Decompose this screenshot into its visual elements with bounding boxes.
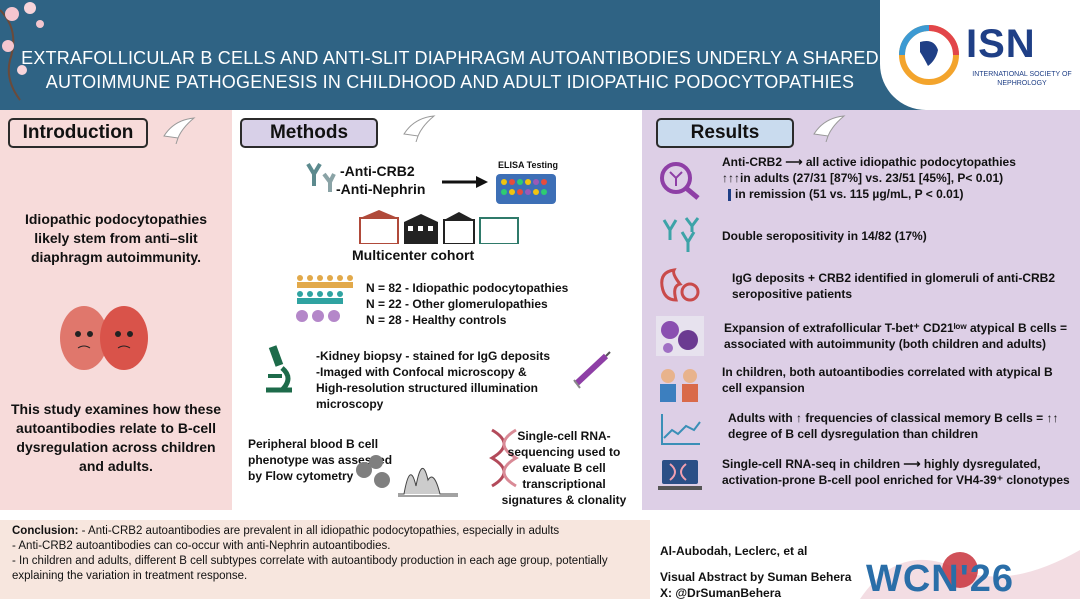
title-line-2: AUTOIMMUNE PATHOGENESIS IN CHILDHOOD AND… — [45, 72, 855, 92]
arrow-right-icon — [442, 176, 488, 188]
biopsy-staining: -Kidney biopsy - stained for IgG deposit… — [316, 349, 551, 363]
header-banner: EXTRAFOLLICULAR B CELLS AND ANTI-SLIT DI… — [0, 0, 1080, 110]
methods-column: Methods -Anti-CRB2 -Anti-Nephrin ELISA T… — [232, 110, 642, 510]
isn-logo-text: ISN — [966, 22, 1036, 66]
visual-abstract-credit: Visual Abstract by Suman Behera — [660, 570, 852, 584]
kidney-outline-icon — [660, 268, 700, 302]
result-7-text: Single-cell RNA-seq in children ⟶ highly… — [722, 457, 1070, 487]
down-bar-icon — [728, 188, 731, 201]
result-6-text: Adults with ↑ frequencies of classical m… — [728, 411, 1059, 441]
line-chart-icon — [661, 414, 701, 445]
result-1-line-2: ↑↑↑in adults (27/31 [87%] vs. 23/51 [45%… — [722, 171, 1004, 185]
cherry-blossom-icon — [0, 2, 44, 101]
wcn-logo-text: WCN'26 — [866, 558, 1015, 599]
isn-ring-icon — [899, 25, 959, 85]
hospital-buildings-icon — [359, 210, 519, 244]
crane-icon — [163, 117, 196, 144]
results-label: Results — [656, 118, 794, 148]
elisa-plate-icon: ELISA Testing — [494, 160, 558, 206]
conclusion-line-1: Conclusion: - Anti-CRB2 autoantibodies a… — [12, 524, 638, 539]
twitter-handle[interactable]: X: @DrSumanBehera — [660, 586, 782, 599]
result-4-text: Expansion of extrafollicular T-bet⁺ CD21… — [724, 321, 1067, 351]
scrna-seq-text: Single-cell RNA-sequencing used to evalu… — [501, 429, 627, 507]
introduction-column: Introduction Idiopathic podocytopathies … — [0, 110, 232, 510]
isn-logo-subtitle: INTERNATIONAL SOCIETY OF NEPHROLOGY — [972, 71, 1072, 87]
result-3-text: IgG deposits + CRB2 identified in glomer… — [732, 271, 1056, 301]
methods-label: Methods — [240, 118, 378, 148]
result-igg-deposits: IgG deposits + CRB2 identified in glomer… — [652, 264, 1076, 310]
conclusion-box: Conclusion: - Anti-CRB2 autoantibodies a… — [0, 520, 650, 599]
cohort-label: Multicenter cohort — [352, 247, 475, 263]
cohort-idiopathic: N = 82 - Idiopathic podocytopathies — [366, 281, 569, 295]
flow-cytometry-plot-icon — [356, 455, 458, 497]
introduction-label: Introduction — [8, 118, 148, 148]
biopsy-sim: High-resolution structured illumination — [316, 381, 538, 395]
conclusion-point-2: - Anti-CRB2 autoantibodies can co-occur … — [12, 540, 391, 552]
result-adults-memory-b: Adults with ↑ frequencies of classical m… — [652, 408, 1076, 450]
footer: Conclusion: - Anti-CRB2 autoantibodies a… — [0, 510, 1080, 599]
result-atypical-b-cells: Expansion of extrafollicular T-bet⁺ CD21… — [652, 316, 1076, 360]
kidney-icon — [60, 306, 148, 370]
population-icon — [296, 275, 353, 322]
authors: Al-Aubodah, Leclerc, et al — [660, 544, 808, 558]
wcn-backdrop-icon — [860, 550, 1080, 599]
laptop-dna-icon — [658, 460, 702, 490]
isn-logo: ISN INTERNATIONAL SOCIETY OF NEPHROLOGY — [880, 0, 1080, 110]
crane-icon — [813, 115, 846, 142]
result-1-line-1: Anti-CRB2 ⟶ all active idiopathic podocy… — [722, 155, 1016, 169]
page-title: EXTRAFOLLICULAR B CELLS AND ANTI-SLIT DI… — [20, 46, 880, 94]
anti-crb2-label: -Anti-CRB2 — [340, 163, 415, 179]
children-icon — [660, 369, 698, 402]
result-children-correlation: In children, both autoantibodies correla… — [652, 362, 1076, 404]
result-1-line-3: in remission (51 vs. 115 µg/mL, P < 0.01… — [728, 186, 1078, 202]
antibody-icon — [306, 162, 336, 192]
result-5-text: In children, both autoantibodies correla… — [722, 365, 1053, 395]
elisa-label: ELISA Testing — [498, 160, 559, 170]
introduction-statement: Idiopathic podocytopathies likely stem f… — [24, 211, 207, 265]
results-column: Results Anti-CRB2 ⟶ all active idiopathi… — [642, 110, 1080, 510]
b-cell-icon — [656, 316, 704, 356]
study-aim: This study examines how these autoantibo… — [10, 401, 222, 474]
microscope-icon — [266, 345, 292, 393]
result-2-text: Double seropositivity in 14/82 (17%) — [722, 229, 927, 243]
result-anti-crb2: Anti-CRB2 ⟶ all active idiopathic podocy… — [652, 154, 1076, 208]
conclusion-point-1: - Anti-CRB2 autoantibodies are prevalent… — [78, 525, 560, 537]
result-1-remission: in remission (51 vs. 115 µg/mL, P < 0.01… — [735, 187, 964, 201]
anti-nephrin-label: -Anti-Nephrin — [336, 181, 426, 197]
antibody-icon — [662, 217, 700, 252]
crane-icon — [403, 115, 436, 142]
result-double-seropositivity: Double seropositivity in 14/82 (17%) — [652, 214, 1076, 260]
flow-cytometry-text: Peripheral blood B cell phenotype was as… — [248, 437, 393, 483]
biopsy-microscopy: microscopy — [316, 397, 384, 411]
dna-helix-icon — [489, 428, 519, 488]
title-line-1: EXTRAFOLLICULAR B CELLS AND ANTI-SLIT DI… — [21, 48, 879, 68]
cohort-other: N = 22 - Other glomerulopathies — [366, 297, 548, 311]
cohort-healthy: N = 28 - Healthy controls — [366, 313, 507, 327]
magnifier-icon — [660, 162, 700, 200]
conclusion-point-3: - In children and adults, different B ce… — [12, 555, 608, 582]
result-scrna-children: Single-cell RNA-seq in children ⟶ highly… — [652, 454, 1076, 504]
conclusion-label: Conclusion: — [12, 525, 79, 537]
syringe-icon — [573, 351, 611, 389]
biopsy-confocal: -Imaged with Confocal microscopy & — [316, 365, 527, 379]
